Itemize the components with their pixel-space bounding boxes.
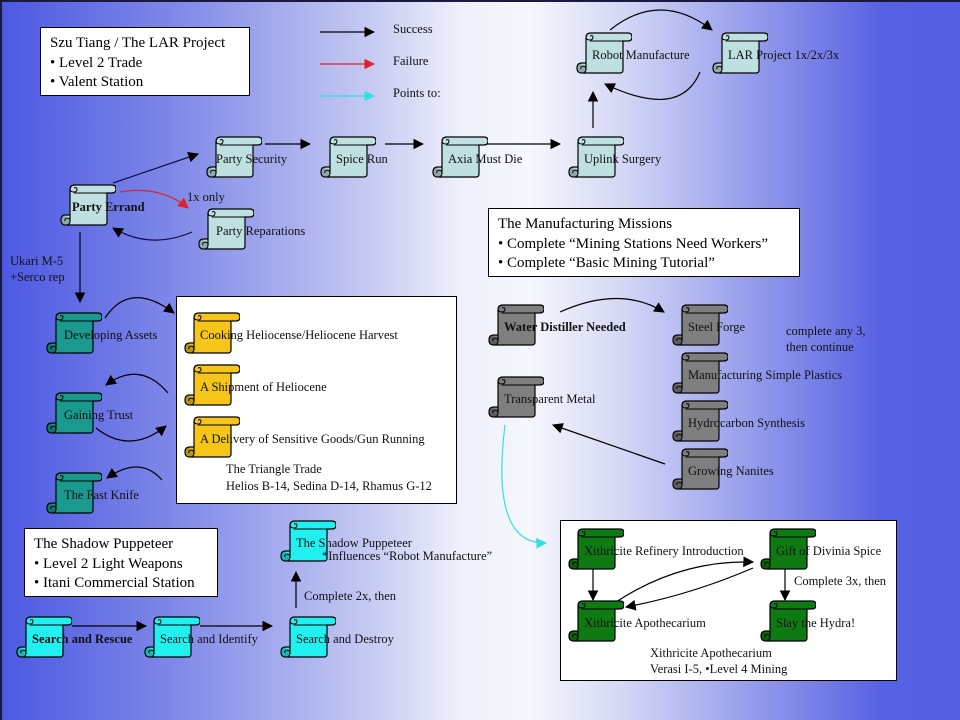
shadow-req-1: • Level 2 Light Weapons	[34, 555, 183, 572]
mission-label: Search and Identify	[160, 632, 258, 646]
one-x-only-note: 1x only	[187, 190, 225, 204]
lar-project-title: Szu Tiang / The LAR Project	[50, 35, 226, 51]
mission-label: A Shipment of Heliocene	[200, 380, 327, 394]
manufacturing-req-2: • Complete “Basic Mining Tutorial”	[498, 255, 715, 271]
mission-label: Party Security	[216, 152, 288, 166]
mission-label: Water Distiller Needed	[504, 320, 626, 334]
influences-note: *Influences “Robot Manufacture”	[322, 549, 493, 563]
mission-label: Manufacturing Simple Plastics	[688, 368, 843, 382]
mission-label: LAR Project 1x/2x/3x	[728, 48, 840, 62]
shadow-puppeteer-info-box: The Shadow Puppeteer • Level 2 Light Wea…	[24, 528, 218, 597]
arrow-errand-security	[112, 152, 200, 184]
mission-label: Party Reparations	[216, 224, 306, 238]
legend-points-to-label: Points to:	[393, 86, 441, 100]
legend-failure-label: Failure	[393, 54, 429, 68]
arrow-nanites-transparent	[551, 423, 666, 465]
arrow-triangle-fastknife	[106, 466, 163, 481]
shadow-title: The Shadow Puppeteer	[34, 536, 174, 552]
xithricite-group-title: Xithricite Apothecarium	[650, 646, 772, 660]
mission-label: Cooking Heliocense/Heliocene Harvest	[200, 328, 398, 342]
mission-label: Gaining Trust	[64, 408, 134, 422]
triangle-trade-title: The Triangle Trade	[226, 462, 322, 476]
mission-label: Xithricite Refinery Introduction	[584, 544, 744, 558]
mission-label: Growing Nanites	[688, 464, 774, 478]
mission-label: Developing Assets	[64, 328, 158, 342]
complete-2x-note: Complete 2x, then	[304, 589, 396, 603]
lar-project-info-box: Szu Tiang / The LAR Project • Level 2 Tr…	[40, 27, 250, 96]
arrow-developing-triangle	[104, 297, 175, 319]
arrow-transparent-xith-points	[501, 424, 548, 549]
mission-label: Xithricite Apothecarium	[584, 616, 706, 630]
mission-label: Slay the Hydra!	[776, 616, 856, 630]
mission-label: Uplink Surgery	[584, 152, 662, 166]
mission-label: Axia Must Die	[448, 152, 523, 166]
arrow-reparations-errand	[112, 227, 193, 241]
mission-label: Party Errand	[72, 200, 145, 214]
arrow-robot-lar	[609, 9, 713, 31]
complete-3x-note: Complete 3x, then	[794, 574, 886, 588]
xithricite-group-locations: Verasi I-5, •Level 4 Mining	[650, 662, 788, 676]
arrow-gaining-triangle	[95, 425, 167, 442]
complete-any-note-2: then continue	[786, 340, 854, 354]
triangle-trade-locations: Helios B-14, Sedina D-14, Rhamus G-12	[226, 479, 432, 493]
mission-label: The Shadow Puppeteer	[296, 536, 412, 550]
arrow-triangle-gaining	[105, 373, 169, 394]
mission-label: Gift of Divinia Spice	[776, 544, 882, 558]
mission-label: A Delivery of Sensitive Goods/Gun Runnin…	[200, 432, 425, 446]
shadow-req-2: • Itani Commercial Station	[34, 575, 195, 591]
mission-label: The Fast Knife	[64, 488, 139, 502]
manufacturing-title: The Manufacturing Missions	[498, 216, 673, 232]
mission-label: Search and Rescue	[32, 632, 133, 646]
arrow-water-steel	[559, 298, 665, 313]
mission-label: Steel Forge	[688, 320, 746, 334]
mission-label: Search and Destroy	[296, 632, 394, 646]
ukari-note-line-2: +Serco rep	[10, 270, 65, 284]
mission-label: Transparent Metal	[504, 392, 596, 406]
mission-label: Hydrocarbon Synthesis	[688, 416, 805, 430]
manufacturing-info-box: The Manufacturing Missions • Complete “M…	[488, 208, 800, 277]
complete-any-note-1: complete any 3,	[786, 324, 866, 338]
mission-label: Spice Run	[336, 152, 388, 166]
lar-project-req-2: • Valent Station	[50, 74, 144, 90]
ukari-note-line-1: Ukari M-5	[10, 254, 64, 268]
mission-label: Robot Manufacture	[592, 48, 690, 62]
legend-success-label: Success	[393, 22, 433, 36]
lar-project-req-1: • Level 2 Trade	[50, 54, 143, 71]
arrow-lar-robot	[604, 71, 701, 101]
manufacturing-req-1: • Complete “Mining Stations Need Workers…	[498, 235, 768, 252]
